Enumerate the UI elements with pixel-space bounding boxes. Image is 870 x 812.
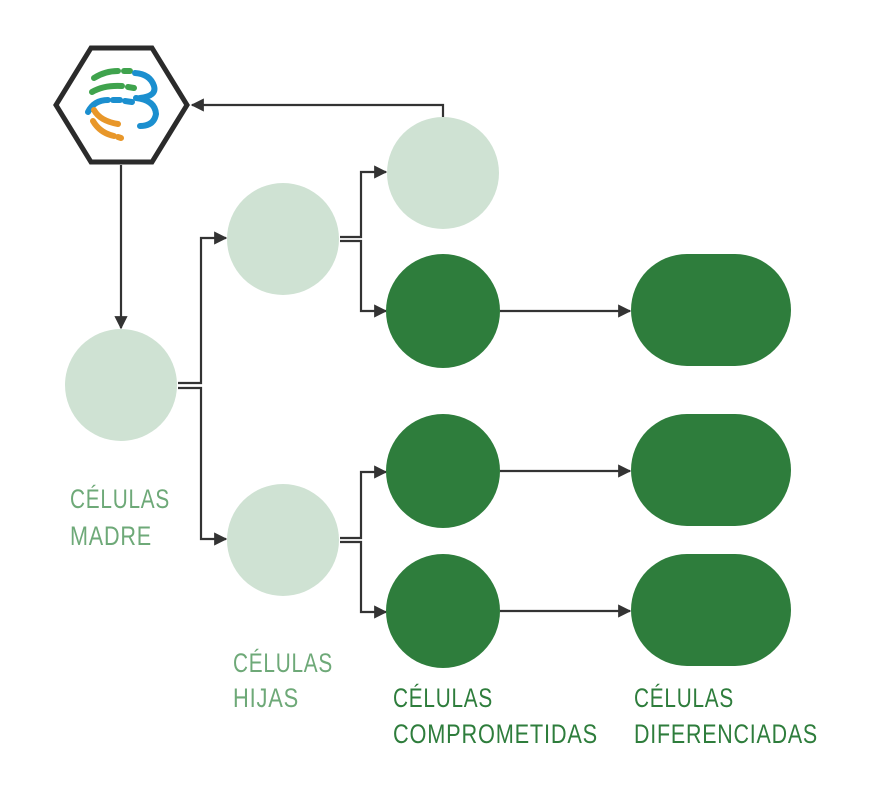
committed-label-line1: CÉLULAS — [393, 683, 493, 713]
differentiated-cell — [631, 554, 791, 666]
dna-hexagon-logo-icon — [53, 45, 190, 165]
daughter-label-line2: HIJAS — [233, 683, 299, 713]
differentiated-label-line2: DIFERENCIADAS — [634, 719, 818, 749]
arrow-daughter2-to-committed3 — [340, 540, 388, 619]
differentiated-cell — [631, 414, 791, 526]
committed-label-line2: COMPROMETIDAS — [393, 719, 598, 749]
daughter-label-line1: CÉLULAS — [233, 648, 333, 678]
recycled-cell — [387, 117, 499, 229]
daughter-cell-bottom — [227, 484, 339, 596]
arrow-stem-to-daughter-top — [178, 231, 228, 385]
labels: CÉLULAS MADRE CÉLULAS HIJAS CÉLULAS COMP… — [70, 484, 818, 749]
stem-label-line1: CÉLULAS — [70, 484, 170, 514]
committed-cell — [386, 414, 500, 528]
arrow-daughter2-to-committed2 — [340, 465, 388, 540]
committed-cell — [386, 254, 500, 368]
arrow-daughter1-to-committed1 — [340, 239, 388, 318]
arrow-recycled-to-logo — [190, 98, 445, 117]
arrow-daughter1-to-recycled — [340, 165, 388, 239]
stem-cell — [65, 329, 177, 441]
differentiated-cell — [631, 254, 791, 366]
arrow-stem-to-daughter-bottom — [178, 386, 228, 546]
differentiated-label-line1: CÉLULAS — [634, 683, 734, 713]
stem-label-line2: MADRE — [70, 521, 152, 551]
connectors — [114, 98, 632, 619]
daughter-cell-top — [227, 183, 339, 295]
committed-cell — [386, 554, 500, 668]
